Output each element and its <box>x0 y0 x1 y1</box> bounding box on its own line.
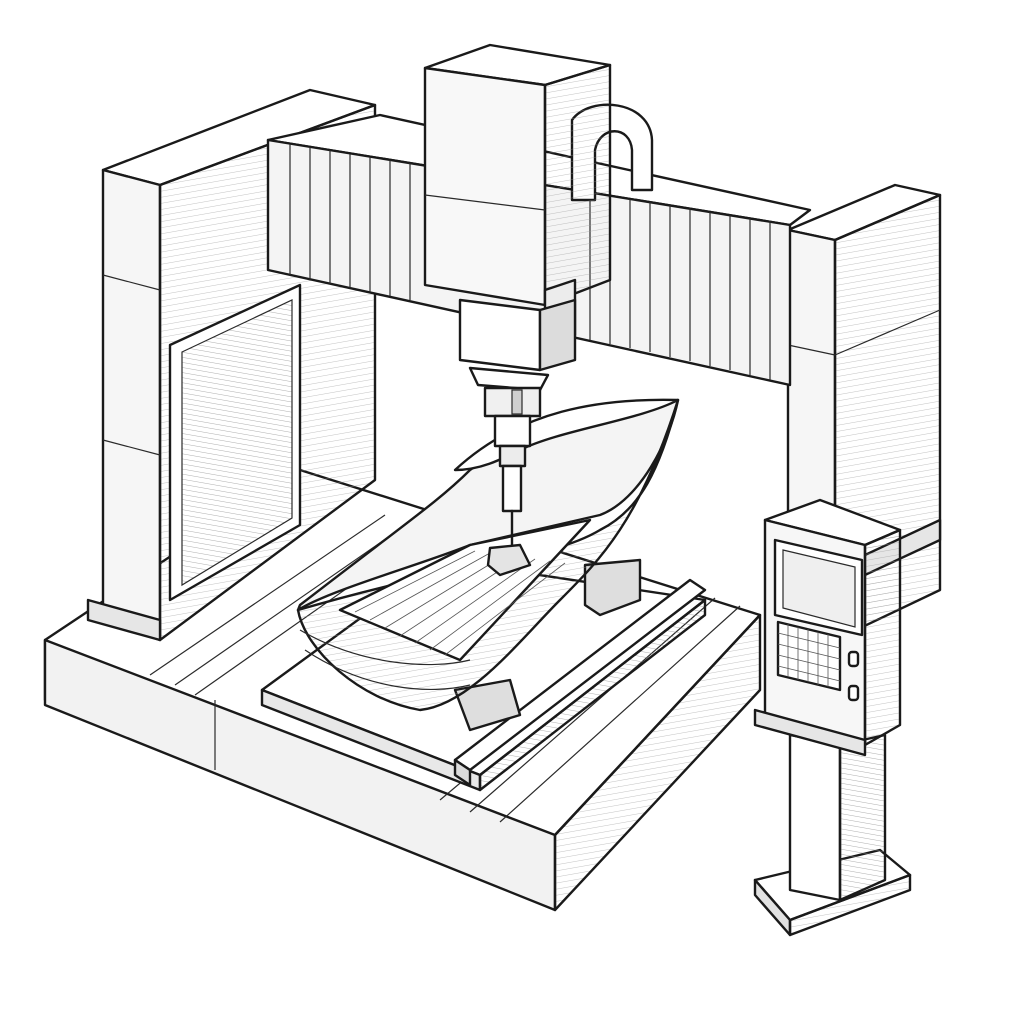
left-column <box>86 88 377 642</box>
spindle-head <box>423 43 654 468</box>
keypad <box>776 620 842 692</box>
panel-knob-upper <box>847 650 860 668</box>
milling-tool <box>486 464 532 577</box>
control-pedestal <box>753 733 912 937</box>
control-panel <box>753 498 902 757</box>
beam-ribs <box>289 144 771 380</box>
screen <box>773 538 864 637</box>
panel-knob-lower <box>847 684 860 702</box>
